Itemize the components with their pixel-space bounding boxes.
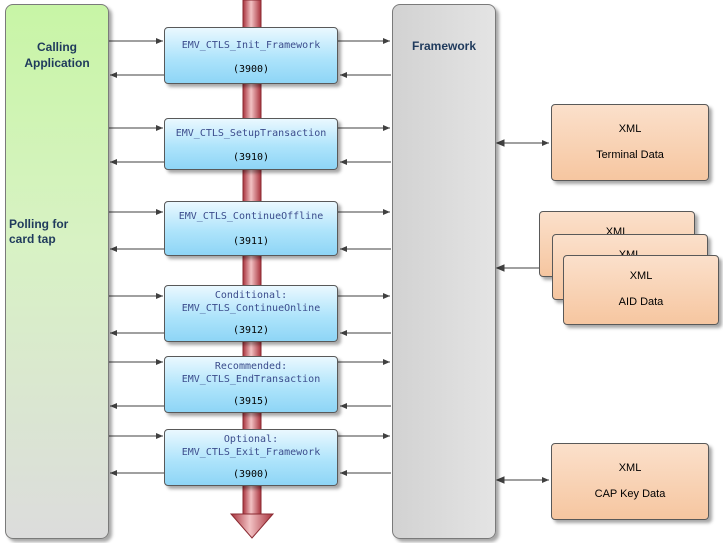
call-arrows: [108, 38, 391, 476]
function-name: Conditional: EMV_CTLS_ContinueOnline: [181, 290, 321, 314]
function-name: EMV_CTLS_SetupTransaction: [175, 128, 327, 139]
xml-file-name: AID Data: [618, 296, 664, 308]
function-code: (3910): [232, 152, 270, 163]
calling-application-title: Calling Application: [24, 40, 90, 70]
framework-title: Framework: [411, 39, 477, 53]
xml-link-heads: [495, 139, 505, 484]
xml-file-name: Terminal Data: [596, 149, 664, 161]
function-code: (3915): [232, 396, 270, 407]
xml-label: XML: [618, 123, 642, 135]
function-box-end-transaction: Recommended: EMV_CTLS_EndTransaction (39…: [164, 356, 338, 413]
function-box-init-framework: EMV_CTLS_Init_Framework (3900): [164, 27, 338, 84]
framework-lane: Framework: [392, 4, 496, 539]
function-box-continue-offline: EMV_CTLS_ContinueOffline (3911): [164, 201, 338, 256]
function-box-continue-online: Conditional: EMV_CTLS_ContinueOnline (39…: [164, 285, 338, 342]
function-name: EMV_CTLS_Init_Framework: [181, 40, 321, 51]
function-code: (3911): [232, 236, 270, 247]
function-code: (3900): [232, 469, 270, 480]
function-code: (3900): [232, 64, 270, 75]
function-box-exit-framework: Optional: EMV_CTLS_Exit_Framework (3900): [164, 429, 338, 486]
xml-file-name: CAP Key Data: [594, 488, 666, 500]
function-name: EMV_CTLS_ContinueOffline: [178, 211, 324, 222]
calling-application-lane: Calling Application Polling for card tap: [5, 4, 109, 539]
function-name: Optional: EMV_CTLS_Exit_Framework: [181, 434, 321, 458]
xml-label: XML: [629, 270, 653, 282]
xml-aid-data: XML AID Data: [563, 255, 719, 325]
xml-cap-key-data: XML CAP Key Data: [551, 443, 709, 520]
polling-label: Polling for card tap: [9, 217, 69, 246]
xml-link-arrows: [497, 140, 549, 483]
xml-terminal-data: XML Terminal Data: [551, 104, 709, 181]
function-box-setup-transaction: EMV_CTLS_SetupTransaction (3910): [164, 118, 338, 170]
function-code: (3912): [232, 325, 270, 336]
xml-label: XML: [618, 462, 642, 474]
function-name: Recommended: EMV_CTLS_EndTransaction: [181, 361, 321, 385]
